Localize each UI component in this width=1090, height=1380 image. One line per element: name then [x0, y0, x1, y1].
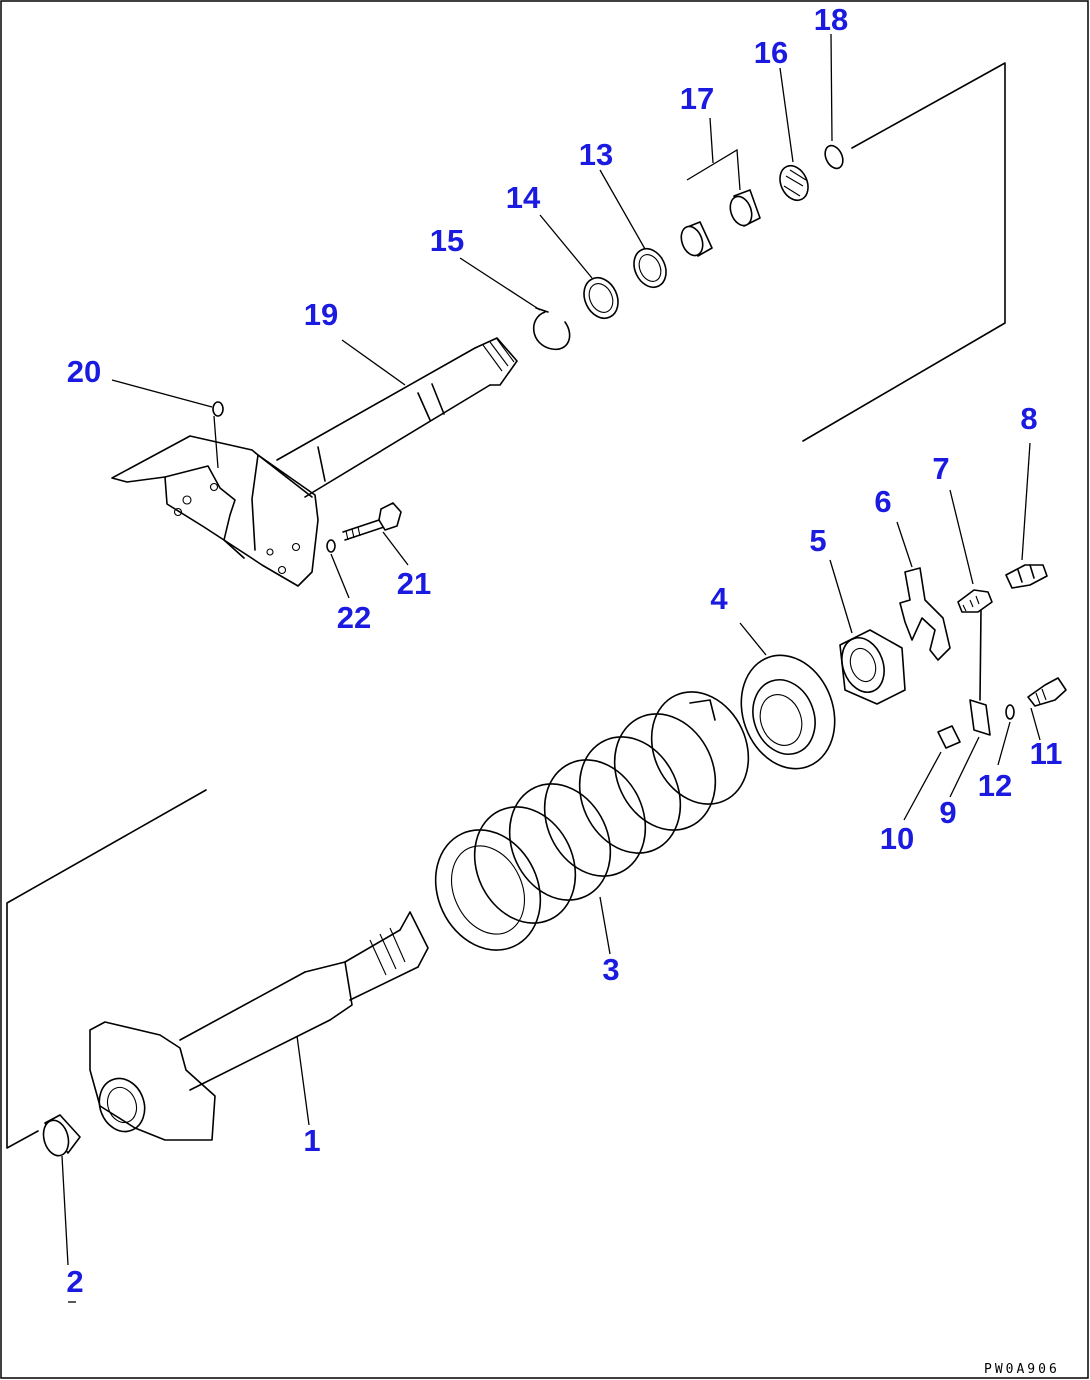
callout-14: 14: [506, 180, 541, 215]
callout-11: 11: [1030, 736, 1063, 771]
callout-7: 7: [932, 451, 949, 486]
part-6-lock: [899, 567, 951, 661]
part-18-ring: [824, 144, 844, 170]
drawing-code: PW0A906: [984, 1362, 1060, 1377]
part-17-bushing-pair: [680, 189, 761, 257]
part-11-plug: [1027, 677, 1067, 707]
part-21-bolt: [342, 502, 402, 541]
part-15-snap-ring: [532, 311, 571, 351]
callout-15: 15: [430, 223, 464, 258]
callout-21: 21: [397, 566, 431, 601]
part-14-seal: [583, 277, 619, 319]
part-8-valve: [1005, 564, 1048, 589]
lower-group-boundary: [6, 789, 207, 1149]
callout-20: 20: [67, 354, 101, 389]
callout-labels: 1 2 3 4 5 6 7 8 9 10 11 12 13 14 15 16 1…: [66, 2, 1062, 1299]
part-5-nut: [839, 629, 906, 705]
part-10-block: [937, 725, 961, 749]
callout-2: 2: [66, 1264, 83, 1299]
part-19-yoke-shaft: [111, 337, 518, 587]
part-12-washer: [1005, 704, 1015, 720]
callout-17: 17: [680, 81, 714, 116]
part-7-fitting: [957, 589, 993, 701]
callout-13: 13: [579, 137, 613, 172]
upper-group-boundary: [802, 62, 1006, 442]
callout-6: 6: [874, 484, 891, 519]
callout-12: 12: [978, 768, 1012, 803]
part-13-ring: [633, 247, 667, 289]
callout-8: 8: [1020, 401, 1037, 436]
callout-18: 18: [814, 2, 848, 37]
callout-22: 22: [337, 600, 371, 635]
part-9-plate: [969, 699, 991, 736]
part-3-spring: [434, 691, 750, 951]
part-2-cap: [42, 1114, 81, 1157]
part-1-cylinder-rod: [89, 911, 429, 1141]
callout-16: 16: [754, 35, 788, 70]
part-4-holder: [740, 654, 836, 770]
leader-lines: [61, 33, 1041, 1303]
callout-3: 3: [602, 952, 619, 987]
part-22-washer: [326, 539, 336, 553]
callout-5: 5: [809, 523, 826, 558]
part-16-nut: [779, 164, 809, 202]
callout-19: 19: [304, 297, 338, 332]
callout-9: 9: [939, 795, 956, 830]
callout-1: 1: [303, 1123, 320, 1158]
callout-10: 10: [880, 821, 914, 856]
callout-4: 4: [710, 581, 728, 616]
